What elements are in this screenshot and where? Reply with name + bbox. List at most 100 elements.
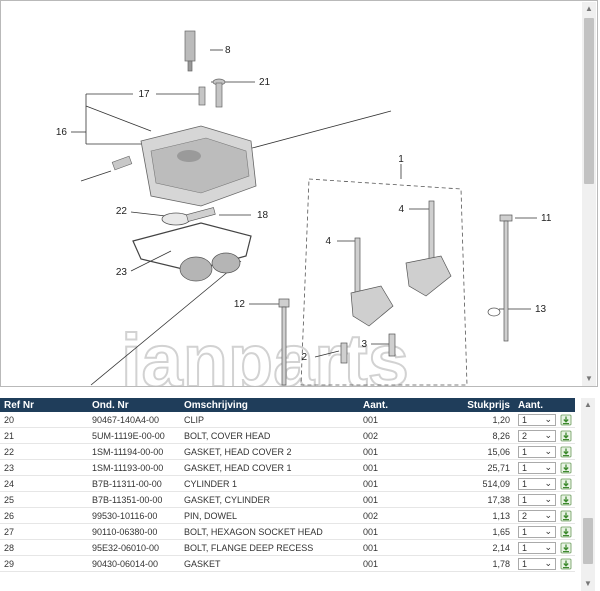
table-scroll-down-icon[interactable]: ▼ [584, 579, 592, 588]
part-number: 90430-06014-00 [88, 555, 180, 572]
quantity-select-value: 1 [522, 526, 528, 537]
order-cell: 2⌄ [514, 427, 575, 444]
quantity-select[interactable]: 2⌄ [518, 429, 556, 442]
add-to-cart-icon[interactable] [560, 542, 572, 554]
quantity: 001 [359, 459, 411, 476]
header-aant-select[interactable]: Aant. [514, 398, 575, 412]
chevron-down-icon: ⌄ [544, 414, 552, 424]
quantity-select-value: 1 [522, 478, 528, 489]
ref-nr: 21 [0, 427, 88, 444]
diagram-scroll-thumb[interactable] [584, 18, 594, 184]
chevron-down-icon: ⌄ [544, 446, 552, 456]
table-scrollbar[interactable]: ▲ ▼ [581, 398, 595, 591]
add-to-cart-icon[interactable] [560, 558, 572, 570]
quantity: 001 [359, 491, 411, 508]
callout-4a: 4 [398, 204, 404, 215]
header-ref-nr[interactable]: Ref Nr [0, 398, 88, 412]
description: BOLT, HEXAGON SOCKET HEAD [180, 523, 359, 540]
part-number: 5UM-1119E-00-00 [88, 427, 180, 444]
parts-table: Ref Nr Ond. Nr Omschrijving Aant. Stukpr… [0, 398, 575, 572]
description: BOLT, COVER HEAD [180, 427, 359, 444]
ref-nr: 26 [0, 507, 88, 524]
add-to-cart-icon[interactable] [560, 462, 572, 474]
quantity-select[interactable]: 1⌄ [518, 461, 556, 474]
quantity-select[interactable]: 1⌄ [518, 557, 556, 570]
unit-price: 1,65 [411, 523, 514, 540]
unit-price: 1,20 [411, 412, 514, 428]
order-cell: 1⌄ [514, 475, 575, 492]
parts-diagram: janparts [56, 30, 552, 386]
ref-nr: 22 [0, 443, 88, 460]
order-cell: 1⌄ [514, 491, 575, 508]
quantity-select-value: 2 [522, 510, 528, 521]
add-to-cart-icon[interactable] [560, 478, 572, 490]
unit-price: 2,14 [411, 539, 514, 556]
quantity: 001 [359, 523, 411, 540]
scroll-down-arrow-icon[interactable]: ▼ [585, 374, 593, 383]
unit-price: 1,78 [411, 555, 514, 572]
ref-nr: 29 [0, 555, 88, 572]
diagram-scrollbar[interactable]: ▲ ▼ [582, 2, 596, 386]
quantity: 001 [359, 539, 411, 556]
part-number: 95E32-06010-00 [88, 539, 180, 556]
header-stukprijs[interactable]: Stukprijs [411, 398, 514, 412]
quantity-select-value: 1 [522, 462, 528, 473]
chevron-down-icon: ⌄ [544, 542, 552, 552]
ref-nr: 25 [0, 491, 88, 508]
quantity-select-value: 1 [522, 558, 528, 569]
quantity-select[interactable]: 1⌄ [518, 413, 556, 426]
ref-nr: 28 [0, 539, 88, 556]
add-to-cart-icon[interactable] [560, 526, 572, 538]
description: PIN, DOWEL [180, 507, 359, 524]
header-ond-nr[interactable]: Ond. Nr [88, 398, 180, 412]
header-aant[interactable]: Aant. [359, 398, 411, 412]
description: GASKET, HEAD COVER 2 [180, 443, 359, 460]
parts-diagram-panel: janparts [0, 0, 598, 387]
add-to-cart-icon[interactable] [560, 510, 572, 522]
quantity: 001 [359, 555, 411, 572]
description: CYLINDER 1 [180, 475, 359, 492]
part-number: 90110-06380-00 [88, 523, 180, 540]
quantity-select[interactable]: 1⌄ [518, 445, 556, 458]
table-scroll-up-icon[interactable]: ▲ [584, 400, 592, 409]
part-number: 1SM-11194-00-00 [88, 443, 180, 460]
quantity-select[interactable]: 1⌄ [518, 541, 556, 554]
callout-18: 18 [257, 210, 269, 221]
chevron-down-icon: ⌄ [544, 478, 552, 488]
quantity: 002 [359, 507, 411, 524]
header-omschrijving[interactable]: Omschrijving [180, 398, 359, 412]
order-cell: 1⌄ [514, 539, 575, 556]
quantity: 001 [359, 443, 411, 460]
order-cell: 1⌄ [514, 443, 575, 460]
quantity-select[interactable]: 1⌄ [518, 525, 556, 538]
add-to-cart-icon[interactable] [560, 430, 572, 442]
unit-price: 514,09 [411, 475, 514, 492]
add-to-cart-icon[interactable] [560, 414, 572, 426]
ref-nr: 24 [0, 475, 88, 492]
table-scroll-thumb[interactable] [583, 518, 593, 564]
order-cell: 1⌄ [514, 555, 575, 572]
order-cell: 2⌄ [514, 507, 575, 524]
quantity-select[interactable]: 2⌄ [518, 509, 556, 522]
ref-nr: 20 [0, 412, 88, 428]
callout-11: 11 [541, 213, 552, 224]
add-to-cart-icon[interactable] [560, 494, 572, 506]
scroll-up-arrow-icon[interactable]: ▲ [585, 4, 593, 13]
callout-12: 12 [234, 299, 246, 310]
callout-21: 21 [259, 77, 271, 88]
add-to-cart-icon[interactable] [560, 446, 572, 458]
watermark-text: janparts [119, 319, 409, 386]
quantity-select[interactable]: 1⌄ [518, 477, 556, 490]
quantity-select[interactable]: 1⌄ [518, 493, 556, 506]
description: CLIP [180, 412, 359, 428]
order-cell: 1⌄ [514, 459, 575, 476]
parts-table-panel: Ref Nr Ond. Nr Omschrijving Aant. Stukpr… [0, 398, 598, 591]
quantity: 001 [359, 475, 411, 492]
ref-nr: 27 [0, 523, 88, 540]
